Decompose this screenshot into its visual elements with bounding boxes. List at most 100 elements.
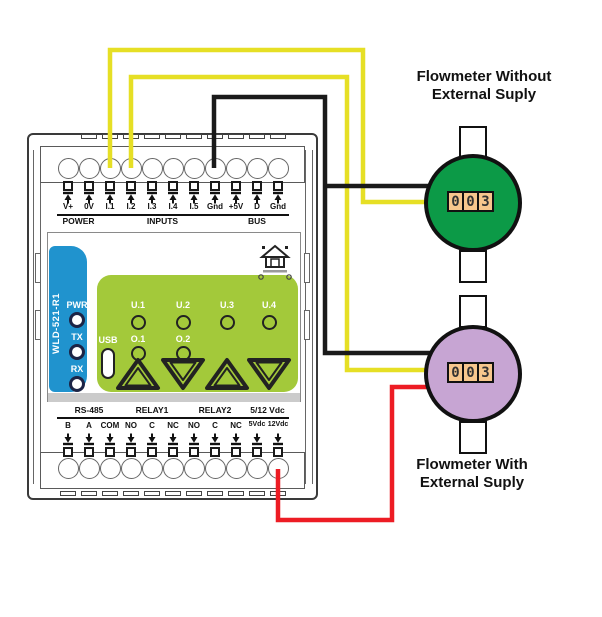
terminal-group-label: RELAY2 <box>198 405 232 415</box>
vent-slot <box>228 134 244 139</box>
terminal-label-bottom: C <box>212 421 218 430</box>
terminal-group-label: RS-485 <box>74 405 104 415</box>
terminal-symbol-icon <box>188 433 200 446</box>
vent-slot <box>186 134 202 139</box>
terminal-symbol-icon <box>104 433 116 446</box>
green-flowmeter-pipe-bottom <box>459 250 487 283</box>
terminal-symbol-icon <box>167 433 179 446</box>
terminal-label-bottom: A <box>86 421 92 430</box>
terminal-label-top: 0V <box>84 202 94 211</box>
terminal-label-bottom: COM <box>100 421 120 430</box>
status-led-label: TX <box>71 332 83 342</box>
vent-slot <box>81 134 97 139</box>
terminal-slot-top <box>147 181 157 191</box>
vent-slot <box>123 134 139 139</box>
terminal-slot-top <box>231 181 241 191</box>
terminal-slot-bottom <box>189 447 199 457</box>
terminal-screw-bottom <box>162 457 184 479</box>
vent-slot <box>207 491 223 496</box>
terminal-label-bottom: 12Vdc <box>267 421 289 428</box>
terminal-slot-top <box>189 181 199 191</box>
terminal-symbol-icon <box>272 433 284 446</box>
terminal-slot-top <box>273 181 283 191</box>
purple-flowmeter-pipe-bottom <box>459 421 487 454</box>
title-line: Flowmeter With <box>416 456 528 473</box>
left-rail-tab <box>35 253 41 283</box>
down-arrow-button[interactable] <box>245 355 293 393</box>
terminal-symbol-icon <box>83 191 95 204</box>
title-flowmeter-with: Flowmeter With External Suply <box>362 456 582 492</box>
terminal-group-label: INPUTS <box>146 216 179 226</box>
terminal-slot-top <box>168 181 178 191</box>
usb-port[interactable] <box>101 348 115 379</box>
title-line: External Suply <box>419 474 525 491</box>
vent-slot <box>249 491 265 496</box>
output-led-label: O.2 <box>175 334 191 344</box>
down-arrow-button[interactable] <box>159 355 207 393</box>
terminal-symbol-icon <box>146 433 158 446</box>
terminal-screw-top <box>267 157 289 179</box>
terminal-label-top: I.1 <box>105 202 115 211</box>
terminal-slot-top <box>210 181 220 191</box>
title-line: External Suply <box>431 86 537 103</box>
terminal-screw-top <box>57 157 79 179</box>
vent-slot <box>207 134 223 139</box>
terminal-label-bottom: 5Vdc <box>248 421 266 428</box>
terminal-symbol-icon <box>125 433 137 446</box>
terminal-screw-bottom <box>267 457 289 479</box>
terminal-slot-bottom <box>105 447 115 457</box>
terminal-screw-bottom <box>78 457 100 479</box>
vent-slot <box>270 134 286 139</box>
title-line: Flowmeter Without <box>416 68 552 85</box>
terminal-label-bottom: B <box>65 421 71 430</box>
terminal-screw-bottom <box>204 457 226 479</box>
terminal-group-line <box>183 417 247 419</box>
green-flowmeter-pipe-top <box>459 126 487 159</box>
input-led <box>261 314 277 330</box>
terminal-symbol-icon <box>230 433 242 446</box>
input-led-label: U.3 <box>219 300 234 310</box>
vent-slot <box>165 491 181 496</box>
vent-slot <box>228 491 244 496</box>
terminal-group-label: RELAY1 <box>135 405 169 415</box>
vent-slot <box>165 134 181 139</box>
terminal-screw-top <box>78 157 100 179</box>
status-led-label: PWR <box>66 300 88 310</box>
terminal-label-top: V+ <box>62 202 73 211</box>
input-led <box>130 314 146 330</box>
vent-slot <box>144 491 160 496</box>
up-arrow-button[interactable] <box>203 355 251 393</box>
vent-slot <box>102 134 118 139</box>
terminal-group-line <box>120 417 184 419</box>
counter-digit: 3 <box>477 362 494 383</box>
input-led <box>219 314 235 330</box>
vent-slot <box>60 491 76 496</box>
terminal-group-line <box>57 214 100 216</box>
terminal-screw-bottom <box>141 457 163 479</box>
vent-slot <box>81 491 97 496</box>
terminal-slot-top <box>63 181 73 191</box>
terminal-slot-bottom <box>252 447 262 457</box>
terminal-label-bottom: NC <box>230 421 242 430</box>
terminal-label-bottom: NC <box>167 421 179 430</box>
terminal-label-bottom: C <box>149 421 155 430</box>
terminal-slot-top <box>252 181 262 191</box>
terminal-slot-top <box>84 181 94 191</box>
terminal-slot-bottom <box>231 447 241 457</box>
terminal-symbol-icon <box>209 433 221 446</box>
vent-slot <box>270 491 286 496</box>
terminal-screw-bottom <box>120 457 142 479</box>
status-led <box>69 376 85 392</box>
terminal-group-label: 5/12 Vdc <box>250 405 285 415</box>
up-arrow-button[interactable] <box>114 355 162 393</box>
terminal-slot-bottom <box>210 447 220 457</box>
vent-slot <box>102 491 118 496</box>
terminal-slot-bottom <box>273 447 283 457</box>
terminal-screw-bottom <box>225 457 247 479</box>
vent-slot <box>249 134 265 139</box>
terminal-label-top: Gnd <box>270 202 286 211</box>
input-led-label: U.1 <box>130 300 145 310</box>
